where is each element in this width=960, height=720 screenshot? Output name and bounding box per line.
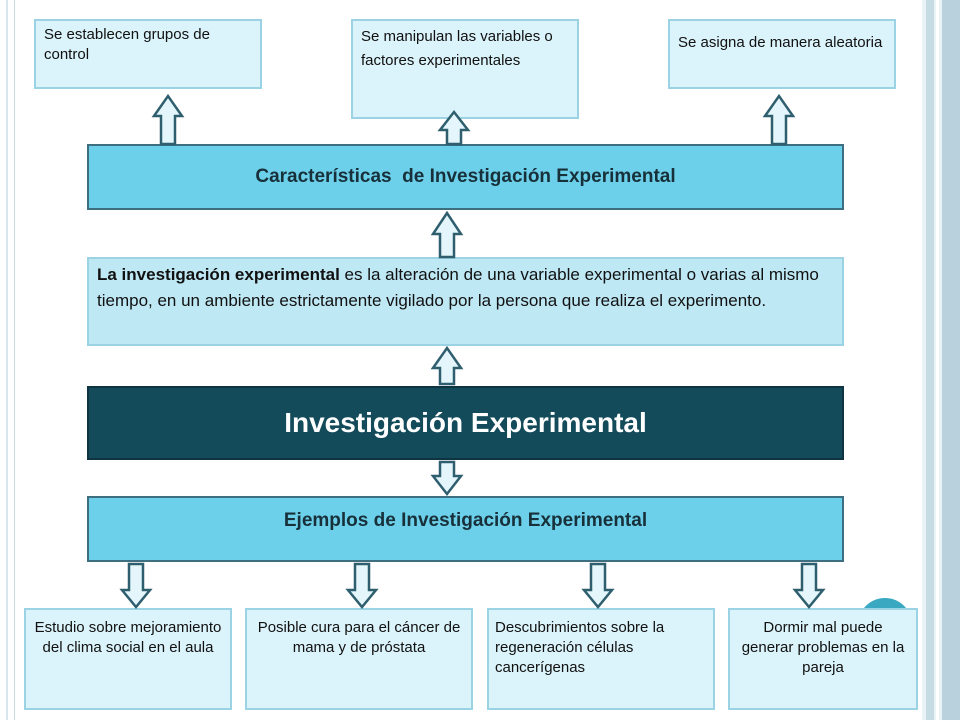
characteristic-box-manipulate-variables: Se manipulan las variables o factores ex…: [351, 19, 579, 119]
characteristic-text: Se asigna de manera aleatoria: [678, 34, 883, 51]
definition-term: La investigación experimental: [97, 265, 340, 284]
example-box-cancer-cure: Posible cura para el cáncer de mama y de…: [245, 608, 473, 710]
down-arrow-icon: [581, 562, 615, 609]
example-box-classroom-climate: Estudio sobre mejoramiento del clima soc…: [24, 608, 232, 710]
down-arrow-icon: [119, 562, 153, 609]
example-box-cell-regeneration: Descubrimientos sobre la regeneración cé…: [487, 608, 715, 710]
up-arrow-icon: [151, 93, 185, 146]
down-arrow-icon: [430, 460, 464, 497]
up-arrow-icon: [430, 345, 464, 386]
characteristic-box-random-assignment: Se asigna de manera aleatoria: [668, 19, 896, 89]
main-title: Investigación Experimental: [284, 407, 647, 438]
definition-box: La investigación experimental es la alte…: [87, 257, 844, 346]
main-title-bar: Investigación Experimental: [87, 386, 844, 460]
up-arrow-icon: [430, 210, 464, 259]
definition-text: es la alteración de una variable experim…: [97, 265, 819, 310]
examples-title: Ejemplos de Investigación Experimental: [283, 510, 648, 531]
example-box-sleep-problems: Dormir mal puede generar problemas en la…: [728, 608, 918, 710]
example-text: Descubrimientos sobre la regeneración cé…: [495, 619, 665, 676]
slide-right-border: [922, 0, 960, 720]
example-text: Estudio sobre mejoramiento del clima soc…: [34, 619, 222, 656]
characteristic-text: Se manipulan las variables o factores ex…: [361, 28, 553, 69]
example-text: Dormir mal puede generar problemas en la…: [741, 619, 905, 676]
examples-header: Ejemplos de Investigación Experimental: [87, 496, 844, 562]
up-arrow-icon: [762, 93, 796, 146]
characteristic-box-control-groups: Se establecen grupos de control: [34, 19, 262, 89]
slide-left-border: [0, 0, 15, 720]
down-arrow-icon: [792, 562, 826, 609]
characteristics-title: Características de Investigación Experim…: [255, 166, 676, 187]
up-arrow-icon: [437, 109, 471, 146]
down-arrow-icon: [345, 562, 379, 609]
characteristic-text: Se establecen grupos de control: [44, 26, 210, 63]
characteristics-header: Características de Investigación Experim…: [87, 144, 844, 210]
example-text: Posible cura para el cáncer de mama y de…: [257, 619, 461, 656]
